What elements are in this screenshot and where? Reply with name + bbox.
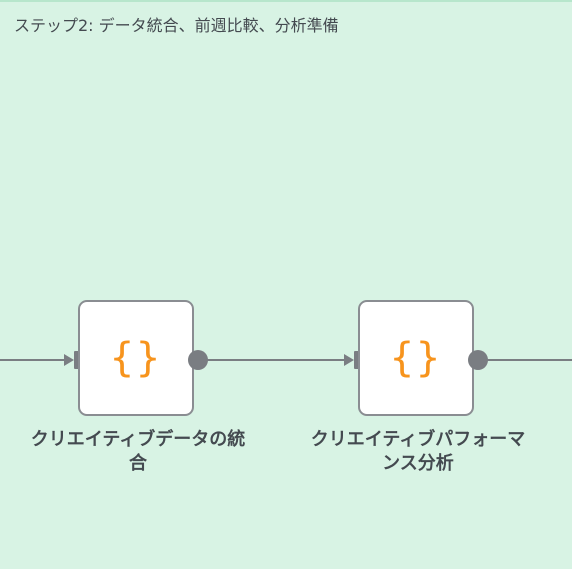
node-output-port[interactable] bbox=[188, 350, 208, 370]
node-label: クリエイティブデータの統 合 bbox=[13, 428, 263, 476]
code-braces-icon: {} bbox=[389, 335, 443, 381]
node-label-line: 合 bbox=[129, 453, 147, 474]
node-output-port[interactable] bbox=[468, 350, 488, 370]
connection-arrow-icon bbox=[344, 354, 354, 366]
connection-arrow-icon bbox=[64, 354, 74, 366]
code-braces-icon: {} bbox=[109, 335, 163, 381]
node-creative-performance-analysis[interactable]: {} bbox=[358, 300, 474, 416]
connection-node1-node2[interactable] bbox=[206, 359, 344, 361]
sticky-note-title: ステップ2: データ統合、前週比較、分析準備 bbox=[14, 16, 339, 35]
connection-incoming[interactable] bbox=[0, 359, 64, 361]
connection-outgoing[interactable] bbox=[486, 359, 572, 361]
node-label: クリエイティブパフォーマ ンス分析 bbox=[293, 428, 543, 476]
node-label-line: ンス分析 bbox=[382, 453, 454, 474]
node-label-line: クリエイティブデータの統 bbox=[30, 429, 246, 450]
node-label-line: クリエイティブパフォーマ bbox=[310, 429, 526, 450]
node-creative-data-merge[interactable]: {} bbox=[78, 300, 194, 416]
